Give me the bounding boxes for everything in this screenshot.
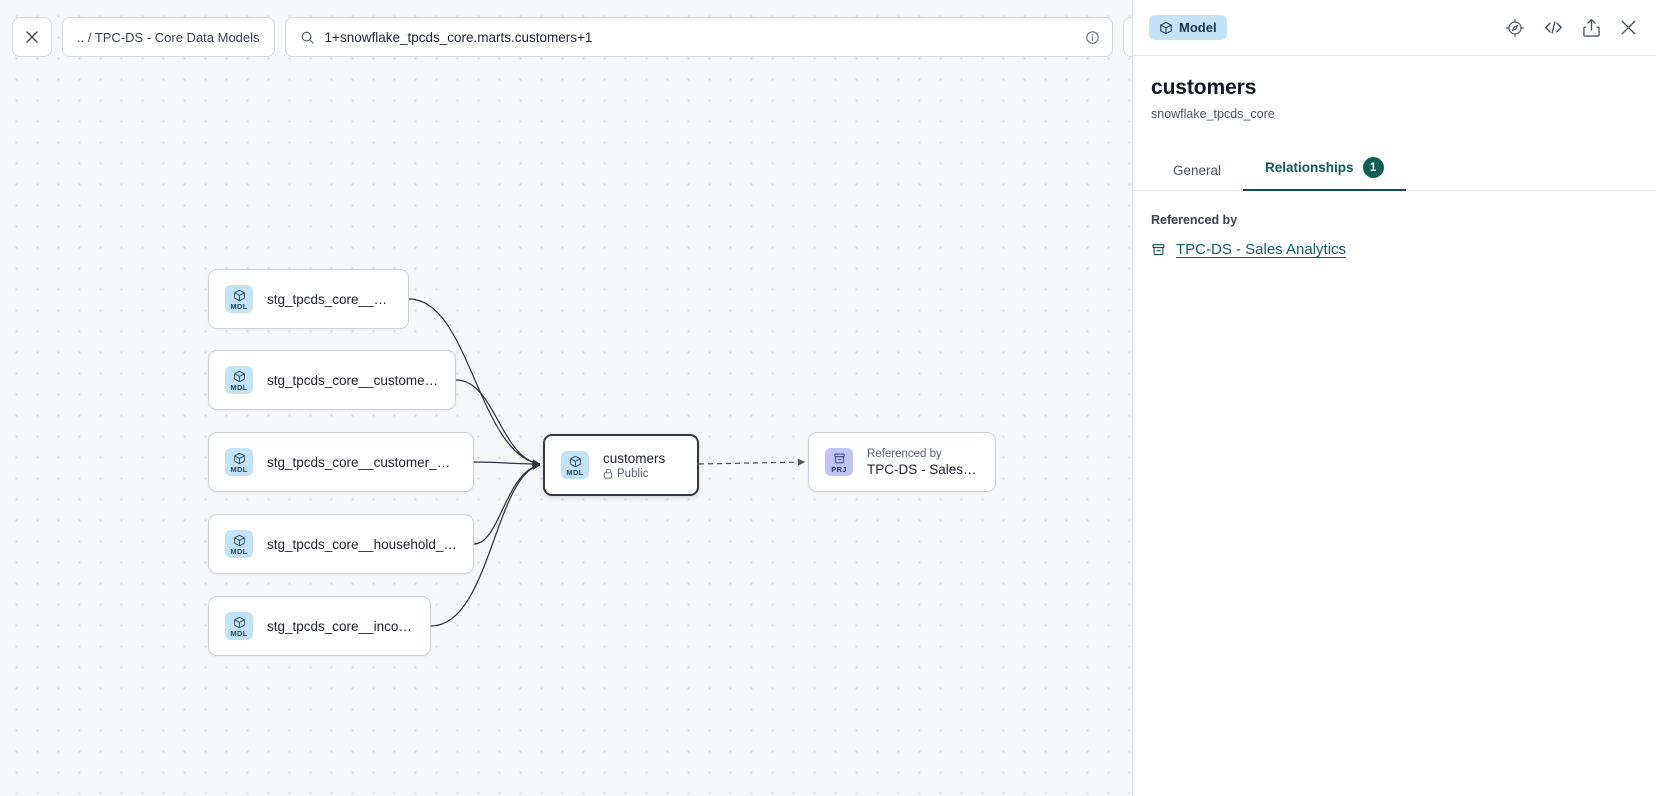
badge-label: MDL: [566, 467, 584, 477]
referenced-by-label: Referenced by: [1151, 213, 1238, 227]
node-body: customers Public: [603, 451, 665, 480]
tab-relationships[interactable]: Relationships 1: [1243, 147, 1406, 191]
node-body: Referenced by TPC-DS - Sales Analytics: [867, 448, 979, 477]
archive-icon: [1151, 242, 1166, 257]
panel-tabs: General Relationships 1: [1133, 147, 1656, 191]
tab-general[interactable]: General: [1151, 153, 1243, 191]
node-body: stg_tpcds_core__customer_demogra...: [267, 455, 457, 470]
page-title: customers: [1151, 76, 1257, 99]
cube-icon: [233, 370, 245, 382]
node-title: stg_tpcds_core__household_demogr...: [267, 536, 457, 552]
canvas-toolbar: .. / TPC-DS - Core Data Models: [12, 17, 1132, 57]
node-title: stg_tpcds_core__customer: [267, 291, 392, 307]
cube-icon: [569, 455, 581, 467]
lineage-search[interactable]: [284, 17, 1113, 57]
graph-node-customers[interactable]: MDL customers Public: [543, 434, 699, 496]
graph-node-stg-household-demographics[interactable]: MDL stg_tpcds_core__household_demogr...: [208, 514, 474, 574]
referenced-by-link[interactable]: TPC-DS - Sales Analytics: [1176, 241, 1347, 258]
node-eyebrow: Referenced by: [867, 447, 942, 460]
cube-icon: [233, 534, 245, 546]
badge-label: PRJ: [831, 464, 847, 474]
model-badge: MDL: [225, 612, 253, 640]
share-icon[interactable]: [1582, 18, 1601, 38]
node-title: customers: [603, 450, 666, 466]
cube-icon: [1160, 21, 1172, 34]
model-badge: MDL: [225, 285, 253, 313]
details-panel: Model: [1132, 0, 1656, 796]
tab-label: Relationships: [1265, 160, 1354, 175]
node-body: stg_tpcds_core__income_band: [267, 619, 414, 634]
close-lineage-button[interactable]: [12, 17, 52, 57]
model-badge: MDL: [225, 366, 253, 394]
close-icon[interactable]: [1619, 18, 1638, 37]
node-visibility-label: Public: [617, 467, 649, 480]
badge-label: MDL: [230, 382, 248, 392]
project-badge: PRJ: [825, 448, 853, 476]
search-input[interactable]: [324, 29, 1075, 45]
tab-label: General: [1173, 163, 1222, 178]
resource-type-chip: Model: [1149, 15, 1227, 40]
lineage-edges: [408, 298, 806, 627]
graph-node-stg-income-band[interactable]: MDL stg_tpcds_core__income_band: [208, 596, 431, 656]
badge-label: MDL: [230, 464, 248, 474]
lock-open-icon: [603, 468, 613, 479]
info-icon[interactable]: [1085, 30, 1100, 45]
panel-subtitle: snowflake_tpcds_core: [1151, 107, 1275, 121]
panel-actions: [1505, 18, 1638, 38]
node-body: stg_tpcds_core__customer: [267, 292, 392, 307]
cube-icon: [233, 289, 245, 301]
tab-count-badge: 1: [1362, 157, 1384, 178]
close-icon: [26, 31, 38, 43]
node-title: stg_tpcds_core__income_band: [267, 618, 414, 634]
breadcrumb-label: .. / TPC-DS - Core Data Models: [77, 29, 260, 45]
code-icon[interactable]: [1543, 18, 1564, 37]
explore-icon[interactable]: [1505, 18, 1525, 38]
archive-icon: [833, 453, 845, 464]
relationships-content: Referenced by TPC-DS - Sales Analytics: [1133, 191, 1656, 796]
model-badge: MDL: [225, 530, 253, 558]
node-visibility: Public: [603, 468, 665, 480]
refresh-button[interactable]: [1122, 17, 1132, 57]
node-title: stg_tpcds_core__customer_address: [267, 372, 439, 388]
resource-type-label: Model: [1179, 20, 1217, 35]
panel-title-block: customers snowflake_tpcds_core: [1133, 56, 1656, 121]
model-badge: MDL: [561, 451, 589, 479]
breadcrumb[interactable]: .. / TPC-DS - Core Data Models: [62, 17, 275, 57]
cube-icon: [233, 452, 245, 464]
node-body: stg_tpcds_core__household_demogr...: [267, 537, 457, 552]
model-badge: MDL: [225, 448, 253, 476]
badge-label: MDL: [230, 301, 248, 311]
graph-node-project-sales-analytics[interactable]: PRJ Referenced by TPC-DS - Sales Analyti…: [808, 432, 996, 492]
graph-node-stg-customer-address[interactable]: MDL stg_tpcds_core__customer_address: [208, 350, 456, 410]
badge-label: MDL: [230, 628, 248, 638]
list-item[interactable]: TPC-DS - Sales Analytics: [1151, 241, 1638, 258]
badge-label: MDL: [230, 546, 248, 556]
search-icon: [300, 30, 315, 45]
node-title: stg_tpcds_core__customer_demogra...: [267, 454, 457, 470]
graph-node-stg-customer[interactable]: MDL stg_tpcds_core__customer: [208, 269, 409, 329]
node-body: stg_tpcds_core__customer_address: [267, 373, 439, 388]
node-title: TPC-DS - Sales Analytics: [867, 461, 979, 477]
panel-header: Model: [1133, 0, 1656, 56]
graph-node-stg-customer-demographics[interactable]: MDL stg_tpcds_core__customer_demogra...: [208, 432, 474, 492]
lineage-canvas[interactable]: .. / TPC-DS - Core Data Models: [0, 0, 1132, 796]
cube-icon: [233, 616, 245, 628]
